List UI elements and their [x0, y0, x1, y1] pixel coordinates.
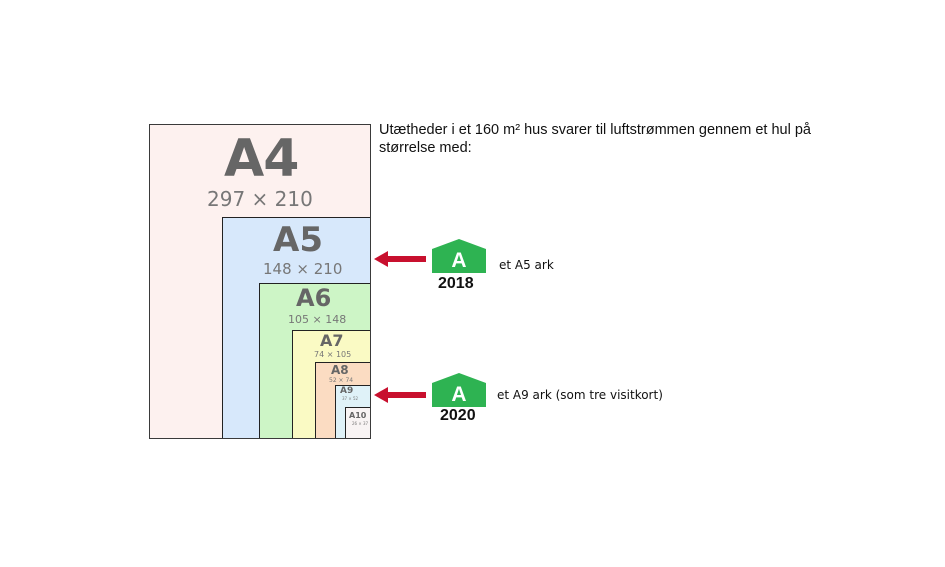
a10-dims: 26 × 37: [352, 421, 369, 426]
badge-letter: A: [451, 383, 466, 406]
energy-label-icon: A: [432, 239, 486, 273]
a4-dims: 297 × 210: [207, 187, 313, 211]
a9-label: A9: [340, 386, 354, 396]
a8-dims: 52 × 74: [329, 377, 354, 384]
caption-text: Utætheder i et 160 m² hus svarer til luf…: [379, 122, 811, 156]
a9-dims: 37 × 52: [342, 396, 359, 401]
a8-label: A8: [331, 363, 349, 377]
badge-letter: A: [451, 249, 466, 272]
a7-dims: 74 × 105: [314, 350, 352, 359]
marker-note: et A9 ark (som tre visitkort): [497, 388, 663, 402]
a4-label: A4: [224, 129, 299, 189]
a10-label: A10: [349, 411, 367, 420]
arrow-left-icon: [374, 251, 426, 267]
a10-sheet: A10 26 × 37: [345, 407, 370, 438]
year-label: 2018: [438, 275, 474, 292]
arrow-left-icon: [374, 387, 426, 403]
marker-note: et A5 ark: [499, 258, 554, 272]
energy-label-icon: A: [432, 373, 486, 407]
a5-dims: 148 × 210: [263, 260, 343, 278]
a6-dims: 105 × 148: [288, 313, 347, 326]
a5-label: A5: [273, 220, 323, 260]
year-label: 2020: [440, 407, 476, 424]
paper-size-diagram: A4 297 × 210 A5 148 × 210 A6 105 × 148 A…: [149, 124, 371, 439]
a6-label: A6: [296, 284, 332, 312]
a7-label: A7: [320, 331, 344, 350]
